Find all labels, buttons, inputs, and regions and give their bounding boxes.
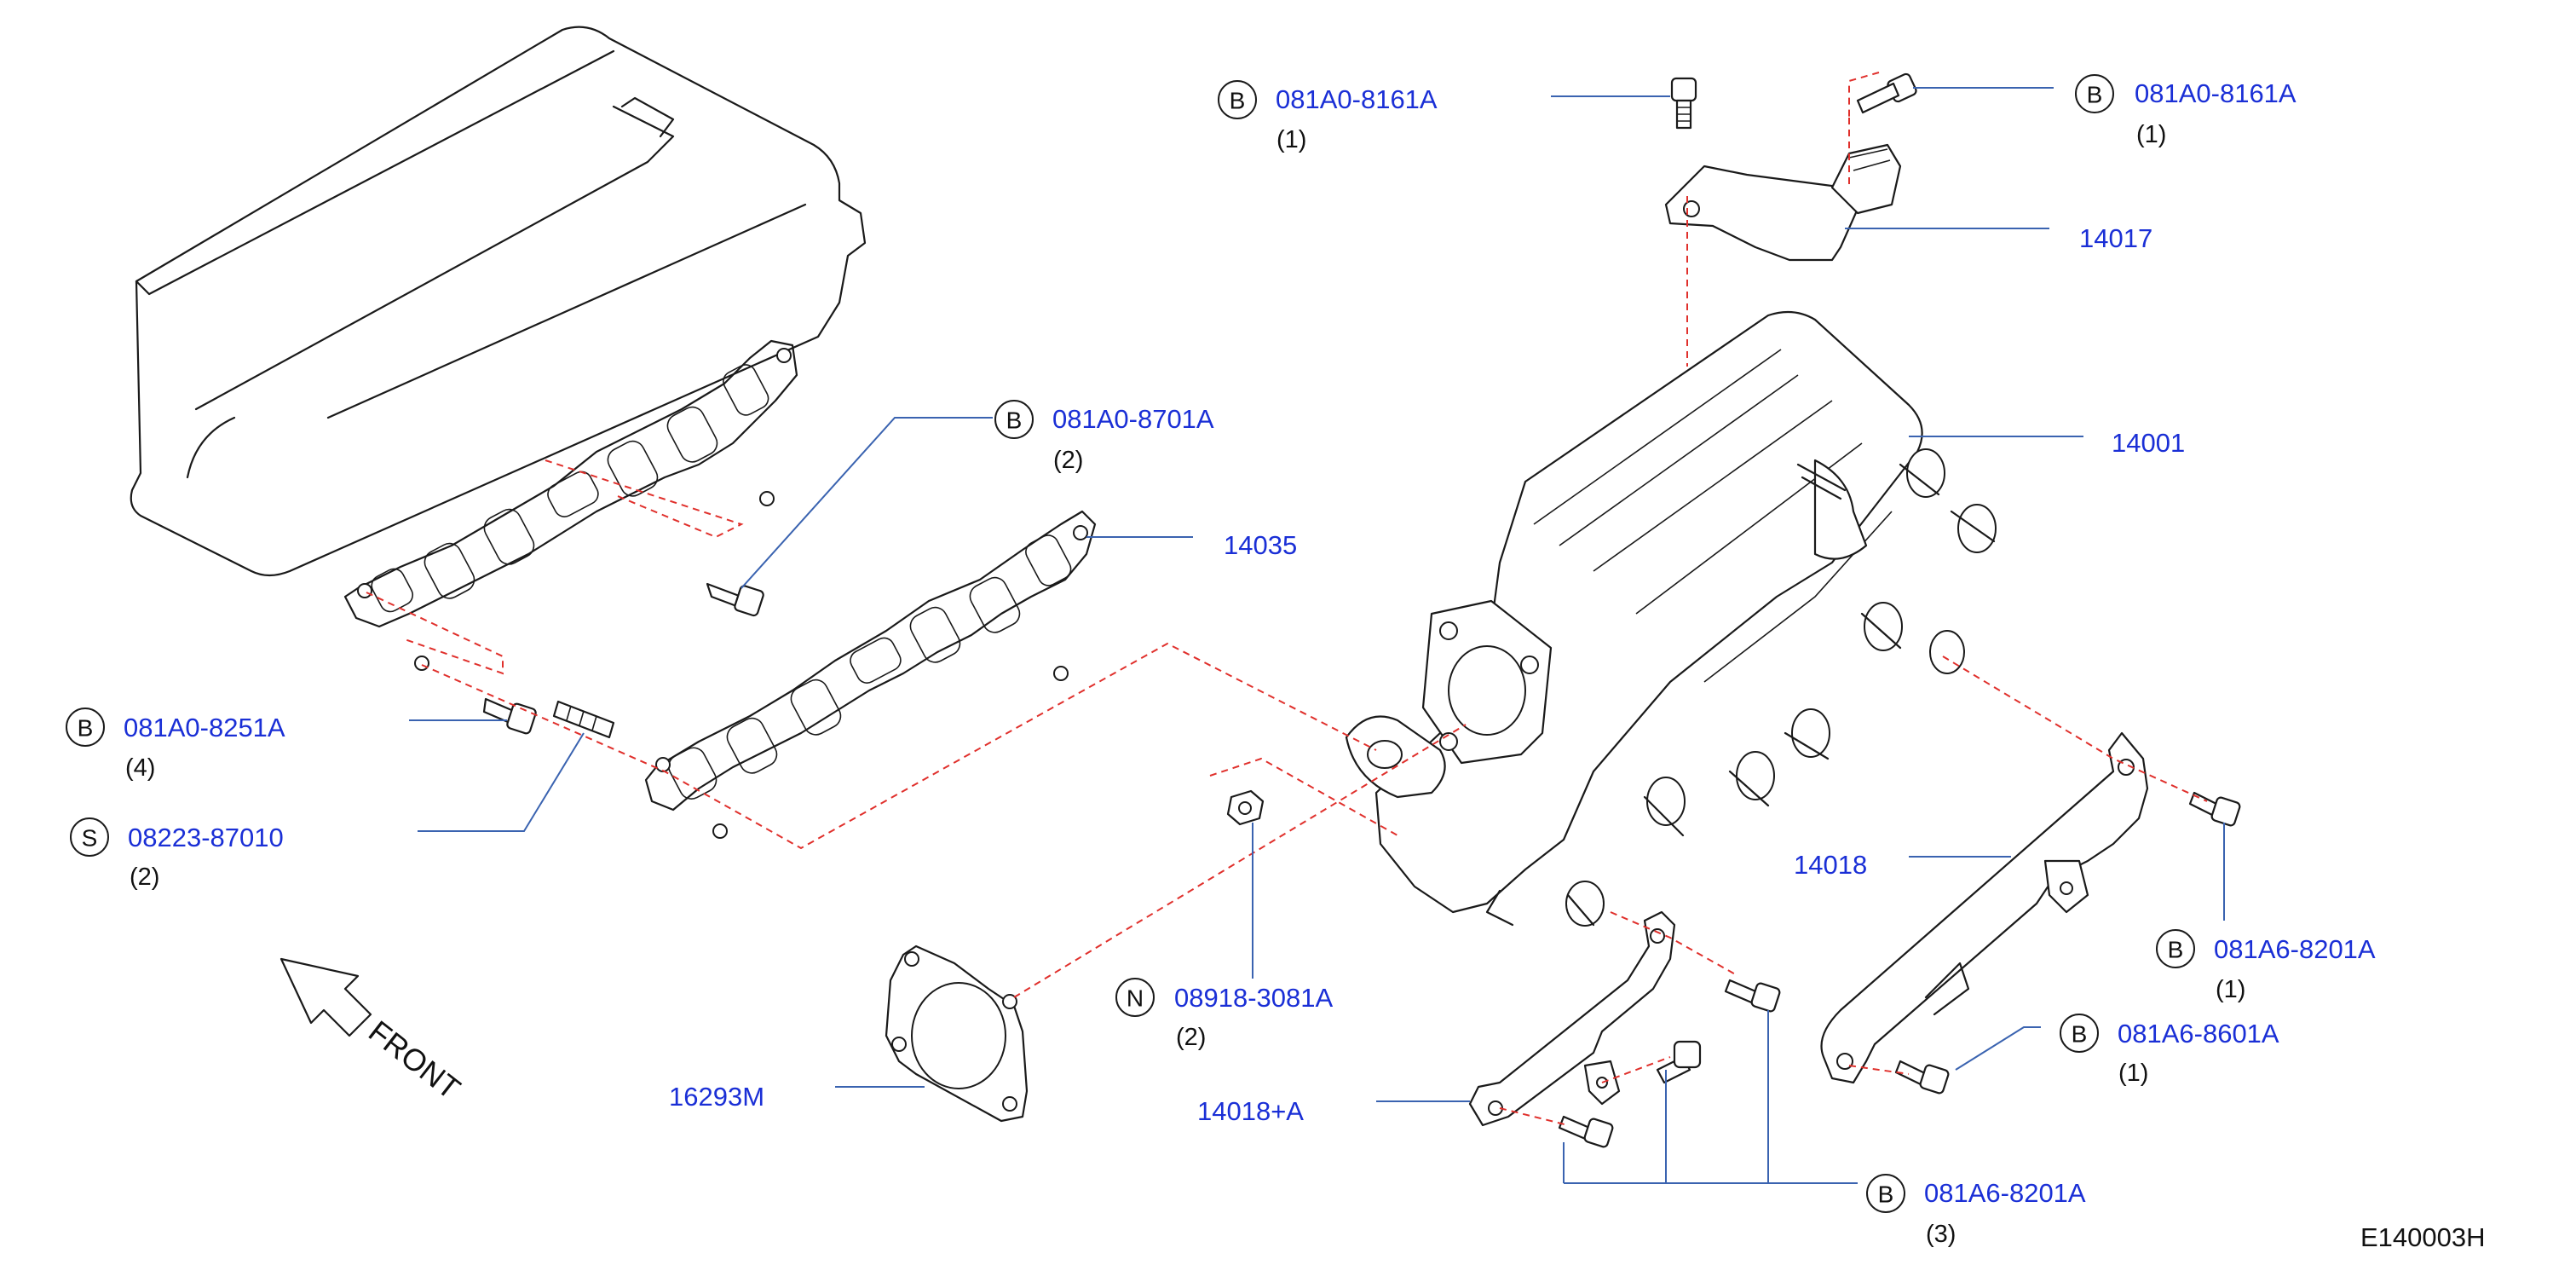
part-number: 081A0-8161A [2135,78,2297,108]
callout-b-8251: B 081A0-8251A (4) [66,708,285,782]
callout-b-8161-right: B 081A0-8161A (1) [2075,74,2297,148]
part-number: 081A0-8251A [124,713,285,742]
callout-letter: B [2087,82,2103,108]
bolt-8201-right [2188,791,2241,827]
callout-14001: 14001 [2112,428,2185,458]
quantity: (1) [1276,126,1306,153]
callout-b-8201-bottom: B 081A6-8201A (3) [1866,1174,2086,1248]
callout-b-8701: B 081A0-8701A (2) [994,400,1214,474]
part-number: 081A6-8201A [2214,934,2376,964]
callout-s-87010: S 08223-87010 (2) [70,817,284,891]
bracket-14017 [1664,143,1902,262]
callout-letter: B [1230,88,1246,114]
callout-letter: S [82,825,98,852]
part-number: 14017 [2079,223,2152,253]
quantity: (3) [1926,1221,1956,1248]
callout-16293m: 16293M [669,1082,764,1112]
bracket-14018a [1468,910,1676,1127]
callout-14018a: 14018+A [1197,1096,1304,1126]
part-number: 14035 [1224,530,1297,560]
throttle-gasket-16293m [885,944,1029,1123]
callout-letter: B [2072,1021,2088,1048]
part-number: 16293M [669,1082,764,1112]
part-number: 14001 [2112,428,2185,458]
bolt-8161-left [1670,77,1697,130]
intake-manifold-gasket-14035 [644,510,1097,839]
part-number: 08223-87010 [128,823,284,852]
callout-letter: B [1878,1181,1894,1208]
bolt-8251 [482,697,537,735]
quantity: (1) [2118,1060,2148,1087]
front-indicator: FRONT [279,957,467,1106]
intake-manifold-14001 [1345,310,1997,927]
callout-b-8601: B 081A6-8601A (1) [2060,1014,2279,1087]
part-number: 14018 [1794,850,1867,880]
callout-letter: B [78,715,94,742]
stud-87010 [552,700,615,739]
part-number: 081A6-8201A [1924,1178,2086,1208]
cylinder-head-cover [130,26,867,577]
front-arrow-icon [279,957,372,1037]
callout-14035: 14035 [1224,530,1297,560]
callout-b-8201-right: B 081A6-8201A (1) [2156,929,2376,1003]
callout-letter: N [1127,985,1144,1012]
bolt-8161-right [1856,72,1917,114]
bracket-14018 [1820,731,2149,1084]
quantity: (2) [130,864,159,891]
bolt-8601 [1894,1060,1950,1095]
assembly-guides [366,72,2208,1126]
part-number: 081A0-8161A [1276,84,1438,114]
callout-letter: B [1006,407,1023,434]
callout-letter: B [2168,937,2184,963]
bolt-8701 [706,582,764,617]
quantity: (2) [1176,1024,1206,1051]
front-label: FRONT [362,1014,467,1106]
bolts-8201-bottom [1558,979,1781,1148]
leader-lines [409,87,2225,1184]
callout-n-3081: N 08918-3081A (2) [1115,978,1333,1051]
nut-3081 [1226,789,1265,826]
quantity: (1) [2136,121,2166,148]
part-number: 081A0-8701A [1052,404,1214,434]
part-number: 08918-3081A [1174,983,1333,1013]
part-number: 14018+A [1197,1096,1304,1126]
quantity: (1) [2216,976,2245,1003]
head-intake-gasket [343,339,798,671]
part-number: 081A6-8601A [2118,1019,2279,1048]
callout-b-8161-left: B 081A0-8161A (1) [1218,80,1438,153]
callout-14018: 14018 [1794,850,1867,880]
quantity: (2) [1053,447,1083,474]
callout-14017: 14017 [2079,223,2152,253]
diagram-code: E140003H [2360,1222,2486,1252]
quantity: (4) [125,754,155,782]
